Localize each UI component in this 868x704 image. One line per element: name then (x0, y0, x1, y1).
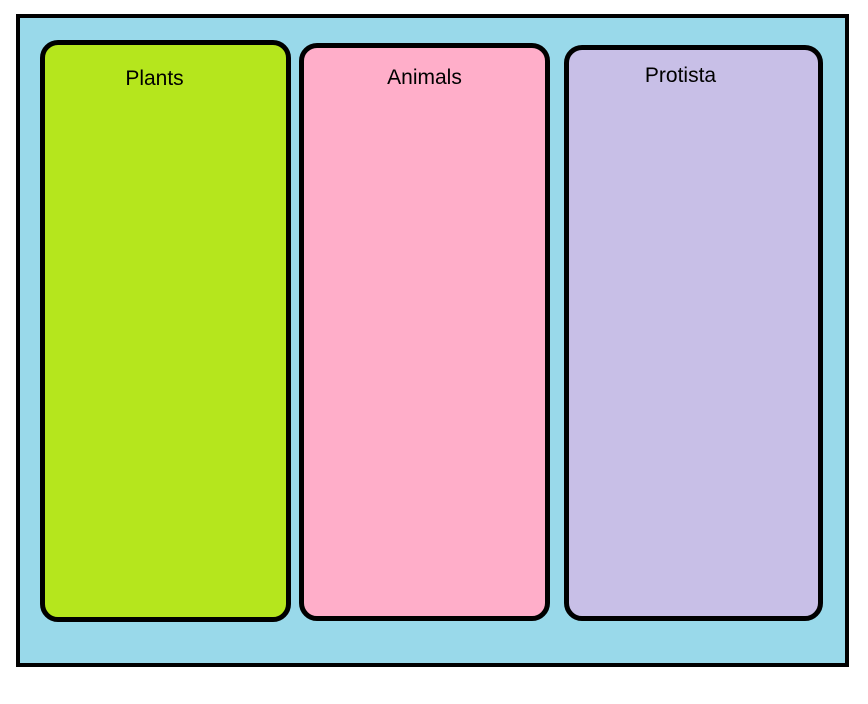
outer-rectangle: Plants Animals Protista (16, 14, 849, 667)
category-box-protista: Protista (564, 45, 823, 621)
category-label-plants: Plants (125, 67, 184, 90)
category-box-animals: Animals (299, 43, 550, 621)
category-label-protista: Protista (644, 64, 717, 87)
category-box-plants: Plants (40, 40, 291, 622)
category-label-animals: Animals (387, 66, 462, 89)
